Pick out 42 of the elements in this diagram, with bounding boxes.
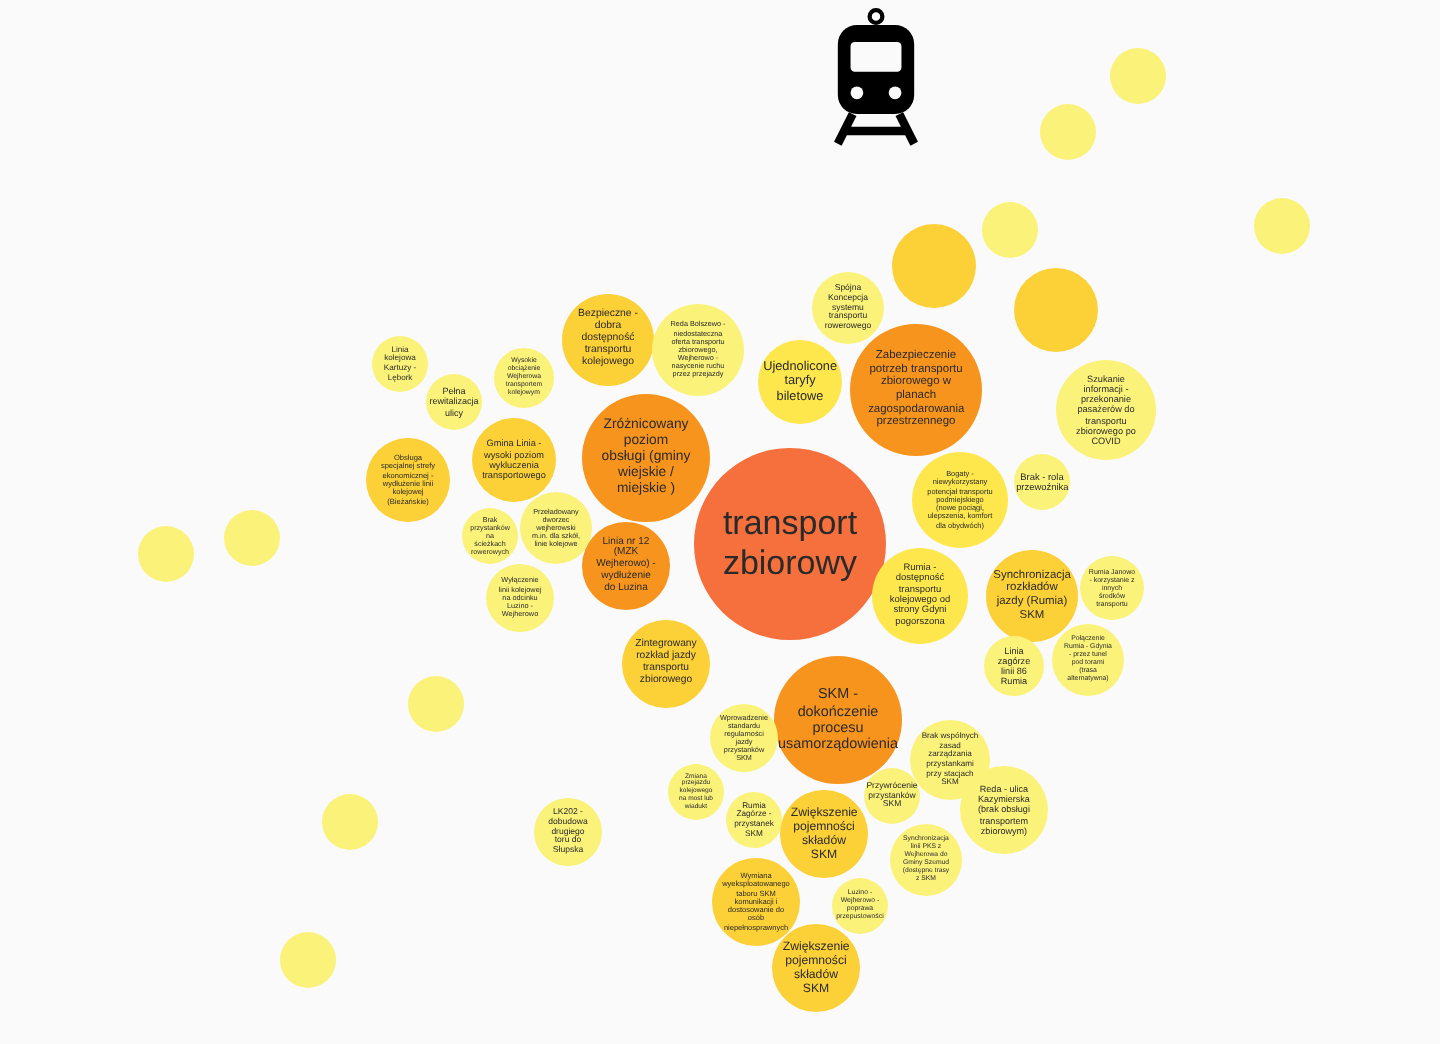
topic-bubble bbox=[758, 340, 842, 424]
topic-bubble bbox=[520, 492, 592, 564]
topic-bubble bbox=[372, 336, 428, 392]
topic-bubble bbox=[652, 304, 744, 396]
topic-bubble bbox=[864, 768, 920, 824]
topic-bubble bbox=[890, 824, 962, 896]
empty-bubble bbox=[1040, 104, 1096, 160]
empty-bubble bbox=[982, 202, 1038, 258]
topic-bubble bbox=[582, 394, 710, 522]
topic-bubble bbox=[668, 764, 724, 820]
topic-bubble bbox=[366, 438, 450, 522]
topic-bubble bbox=[462, 508, 518, 564]
topic-bubble bbox=[872, 548, 968, 644]
empty-bubble bbox=[1254, 198, 1310, 254]
topic-bubble bbox=[1052, 624, 1124, 696]
topic-bubble bbox=[780, 790, 868, 878]
topic-bubble bbox=[726, 792, 782, 848]
topic-bubble bbox=[1080, 556, 1144, 620]
empty-bubble bbox=[322, 794, 378, 850]
topic-bubble bbox=[622, 620, 710, 708]
empty-bubble bbox=[1014, 268, 1098, 352]
topic-bubble bbox=[984, 636, 1044, 696]
topic-bubble bbox=[562, 294, 654, 386]
empty-bubble bbox=[1110, 48, 1166, 104]
topic-bubble bbox=[912, 452, 1008, 548]
topic-bubble bbox=[534, 798, 602, 866]
topic-bubble bbox=[426, 374, 482, 430]
empty-bubble bbox=[408, 676, 464, 732]
topic-bubble bbox=[494, 348, 554, 408]
topic-bubble bbox=[832, 878, 888, 934]
empty-bubble bbox=[138, 526, 194, 582]
topic-bubble bbox=[710, 704, 778, 772]
empty-bubble bbox=[224, 510, 280, 566]
topic-bubble bbox=[812, 272, 884, 344]
topic-bubble bbox=[582, 522, 670, 610]
topic-bubble bbox=[1056, 360, 1156, 460]
topic-bubble bbox=[486, 564, 554, 632]
empty-bubble bbox=[280, 932, 336, 988]
topic-bubble bbox=[472, 418, 556, 502]
central-topic: transport zbiorowy bbox=[721, 504, 859, 584]
topic-bubble bbox=[1014, 454, 1070, 510]
empty-bubble bbox=[892, 224, 976, 308]
